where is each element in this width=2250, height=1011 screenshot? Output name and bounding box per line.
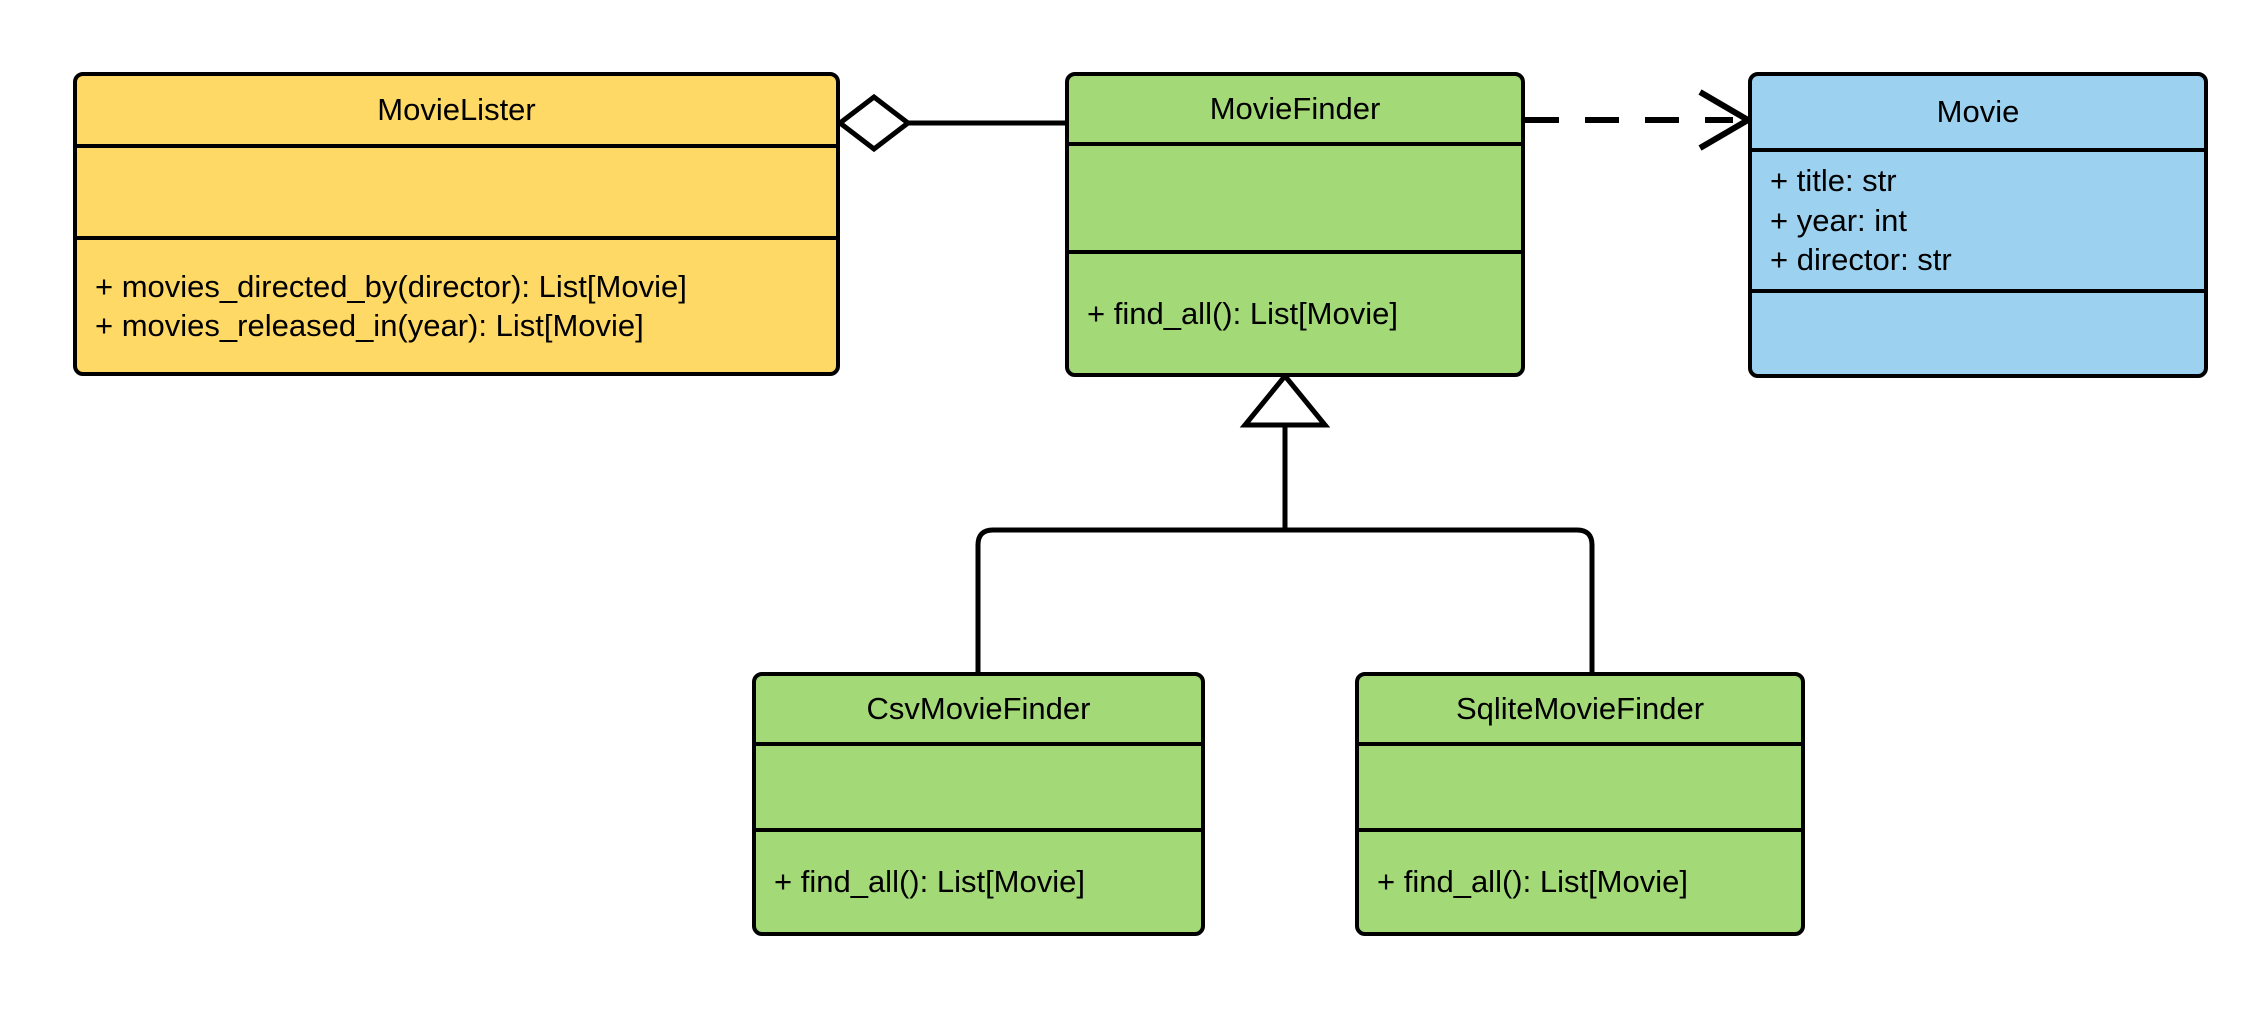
class-name-compartment: CsvMovieFinder	[756, 676, 1201, 742]
class-name-label: Movie	[1936, 93, 2020, 129]
class-methods-compartment: + find_all(): List[Movie]	[1069, 250, 1521, 373]
dependency-edge	[1525, 89, 1754, 151]
class-box-movielister[interactable]: MovieLister + movies_directed_by(directo…	[73, 72, 840, 376]
class-attributes-compartment	[1069, 142, 1521, 250]
class-name-compartment: SqliteMovieFinder	[1359, 676, 1801, 742]
class-box-movie[interactable]: Movie + title: str + year: int + directo…	[1748, 72, 2208, 378]
method-line: + find_all(): List[Movie]	[1377, 864, 1688, 900]
class-name-compartment: MovieFinder	[1069, 76, 1521, 142]
method-line: + find_all(): List[Movie]	[1087, 295, 1398, 331]
aggregation-edge	[835, 93, 1065, 153]
class-name-compartment: MovieLister	[77, 76, 836, 144]
class-methods-compartment	[1752, 289, 2204, 374]
method-line: + find_all(): List[Movie]	[774, 864, 1085, 900]
class-attributes-compartment	[756, 742, 1201, 828]
class-box-sqlitemoviefinder[interactable]: SqliteMovieFinder + find_all(): List[Mov…	[1355, 672, 1805, 936]
method-line: + movies_directed_by(director): List[Mov…	[95, 268, 687, 304]
attribute-line: + year: int	[1770, 202, 1907, 238]
class-name-label: SqliteMovieFinder	[1455, 690, 1705, 726]
class-name-label: MovieLister	[377, 91, 536, 127]
class-methods-compartment: + movies_directed_by(director): List[Mov…	[77, 236, 836, 372]
class-name-label: MovieFinder	[1209, 90, 1381, 126]
class-methods-compartment: + find_all(): List[Movie]	[1359, 828, 1801, 932]
hollow-diamond-icon	[835, 93, 913, 153]
class-name-label: CsvMovieFinder	[866, 690, 1091, 726]
hollow-triangle-icon	[1239, 372, 1331, 428]
class-attributes-compartment: + title: str + year: int + director: str	[1752, 148, 2204, 289]
attribute-line: + director: str	[1770, 242, 1952, 278]
method-line: + movies_released_in(year): List[Movie]	[95, 308, 644, 343]
class-attributes-compartment	[1359, 742, 1801, 828]
class-box-moviefinder[interactable]: MovieFinder + find_all(): List[Movie]	[1065, 72, 1525, 377]
attribute-line: + title: str	[1770, 163, 1897, 199]
class-name-compartment: Movie	[1752, 76, 2204, 148]
class-box-csvmoviefinder[interactable]: CsvMovieFinder + find_all(): List[Movie]	[752, 672, 1205, 936]
class-methods-compartment: + find_all(): List[Movie]	[756, 828, 1201, 932]
open-arrow-icon	[1698, 89, 1754, 151]
class-attributes-compartment	[77, 144, 836, 236]
